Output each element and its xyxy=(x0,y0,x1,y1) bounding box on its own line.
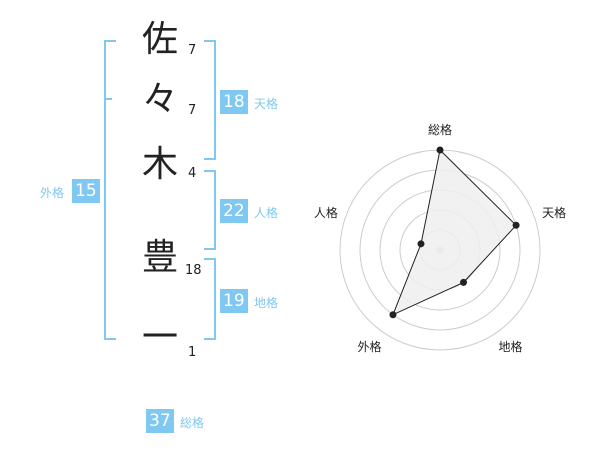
name-char-2: 々 xyxy=(141,79,178,120)
tenkaku-bracket xyxy=(204,40,216,160)
tenkaku-label: 天格 xyxy=(254,97,279,111)
name-char-3: 木 xyxy=(141,144,178,185)
stroke-count-3: 4 xyxy=(188,166,197,181)
radar-data-polygon xyxy=(392,148,517,316)
jinkaku-bracket xyxy=(204,170,216,250)
stroke-count-4: 18 xyxy=(185,263,202,278)
radar-axis-label-1: 総格 xyxy=(428,122,452,137)
radar-point-3 xyxy=(460,278,468,286)
soukaku-value-badge: 37 xyxy=(146,409,174,433)
radar-point-5 xyxy=(417,240,425,248)
name-char-5: 一 xyxy=(141,317,178,358)
chikaku-bracket xyxy=(204,258,216,340)
soukaku-label: 総格 xyxy=(180,416,205,430)
radar-axis-label-3: 地格 xyxy=(499,339,523,354)
chikaku-label: 地格 xyxy=(254,296,279,310)
jinkaku-value-badge: 22 xyxy=(220,199,248,223)
name-char-1: 佐 xyxy=(141,19,178,60)
gaikaku-bracket-tick xyxy=(104,98,112,100)
gaikaku-bracket xyxy=(104,40,116,340)
name-char-4: 豊 xyxy=(141,237,178,278)
jinkaku-label: 人格 xyxy=(254,206,279,220)
radar-axis-label-5: 人格 xyxy=(314,205,338,220)
radar-point-2 xyxy=(512,221,520,229)
stroke-count-5: 1 xyxy=(188,345,197,360)
stroke-count-1: 7 xyxy=(188,43,197,58)
radar-point-4 xyxy=(389,311,397,319)
radar-axis-label-4: 外格 xyxy=(357,339,381,354)
chikaku-value-badge: 19 xyxy=(220,289,248,313)
radar-axis-label-2: 天格 xyxy=(542,205,566,220)
stroke-count-2: 7 xyxy=(188,103,197,118)
gaikaku-label: 外格 xyxy=(40,186,65,200)
gaikaku-value-badge: 15 xyxy=(72,179,100,203)
tenkaku-value-badge: 18 xyxy=(220,90,248,114)
radar-point-1 xyxy=(436,146,444,154)
